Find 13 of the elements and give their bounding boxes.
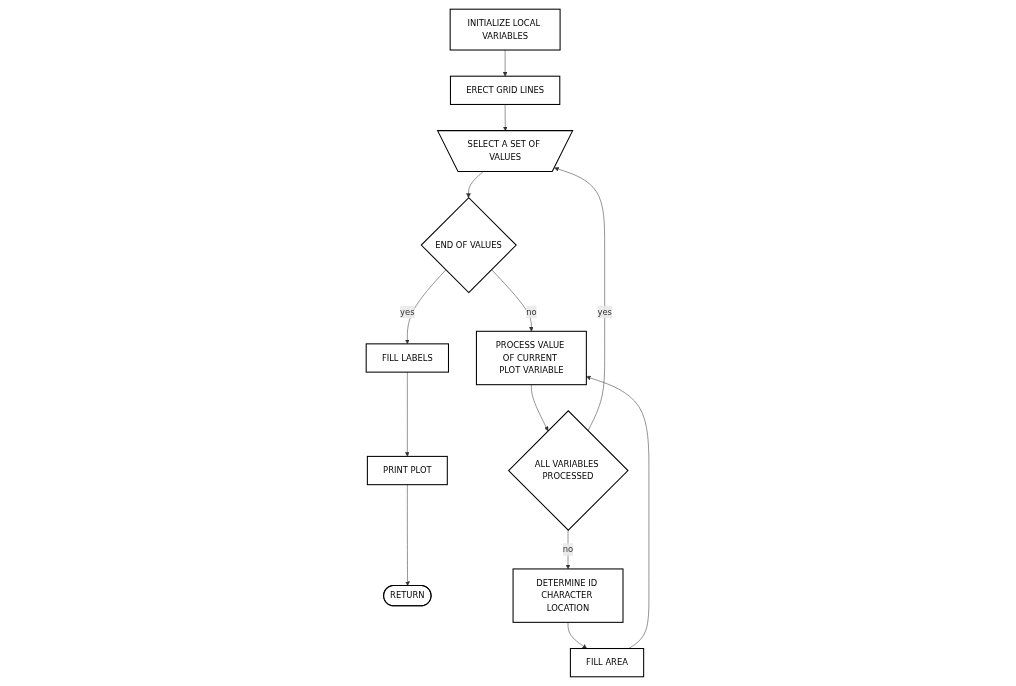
node-box: PROCESS VALUE OF CURRENT PLOT VARIABLE	[476, 330, 588, 386]
node-box: PRINT PLOT	[367, 455, 449, 486]
edge-label: yes	[400, 306, 416, 317]
node-box: ERECT GRID LINES	[450, 75, 561, 105]
node-diamond: END OF VALUES	[421, 196, 518, 294]
node-box: FILL LABELS	[366, 343, 450, 373]
node-box: INITIALIZE LOCAL VARIABLES	[450, 8, 562, 51]
node-box: FILL AREA	[570, 648, 645, 678]
edge-label: no	[563, 544, 574, 555]
edge-label: no	[526, 306, 538, 317]
node-diamond: ALL VARIABLES PROCESSED	[508, 410, 630, 531]
edge-label: yes	[597, 306, 613, 317]
node-box: DETERMINE ID CHARACTER LOCATION	[513, 568, 624, 623]
